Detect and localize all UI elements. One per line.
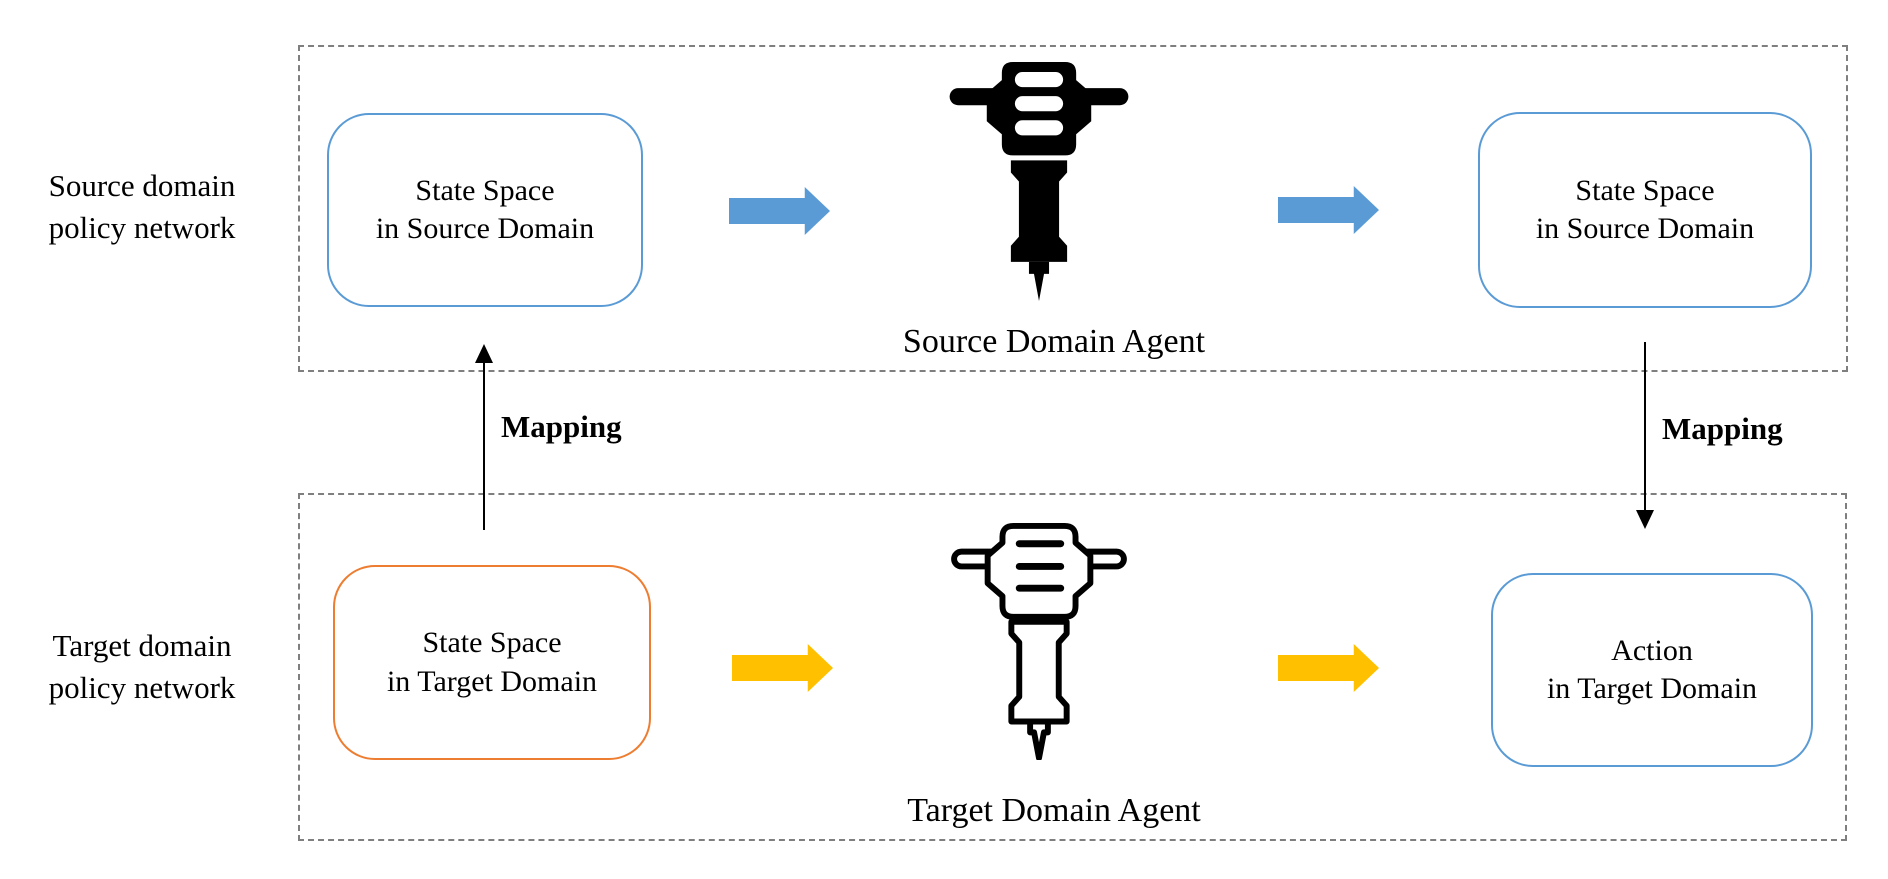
target-state-space-box: State Space in Target Domain — [333, 565, 651, 760]
jackhammer-outline-icon — [950, 523, 1128, 760]
mapping-label-right: Mapping — [1662, 411, 1783, 446]
source-agent-caption: Source Domain Agent — [902, 323, 1206, 360]
source-state-space-output-box: State Space in Source Domain — [1478, 112, 1812, 308]
mapping-arrowhead-up-icon — [475, 344, 493, 363]
target-agent-caption: Target Domain Agent — [907, 792, 1201, 829]
jackhammer-filled-icon — [948, 60, 1130, 301]
target-policy-network-region — [298, 493, 1847, 841]
source-network-label: Source domain policy network — [48, 168, 236, 245]
source-state-space-output-label: State Space in Source Domain — [1535, 173, 1755, 245]
source-state-space-input-box: State Space in Source Domain — [327, 113, 643, 307]
mapping-arrow-right-line — [1644, 342, 1646, 512]
target-action-box: Action in Target Domain — [1491, 573, 1813, 767]
mapping-arrow-left-line — [483, 360, 485, 530]
mapping-arrowhead-down-icon — [1636, 510, 1654, 529]
mapping-label-left: Mapping — [501, 409, 622, 444]
target-action-label: Action in Target Domain — [1546, 633, 1758, 705]
source-state-space-input-label: State Space in Source Domain — [375, 173, 595, 245]
source-policy-network-region — [298, 45, 1848, 372]
target-state-space-label: State Space in Target Domain — [386, 626, 598, 698]
target-network-label: Target domain policy network — [48, 628, 236, 705]
